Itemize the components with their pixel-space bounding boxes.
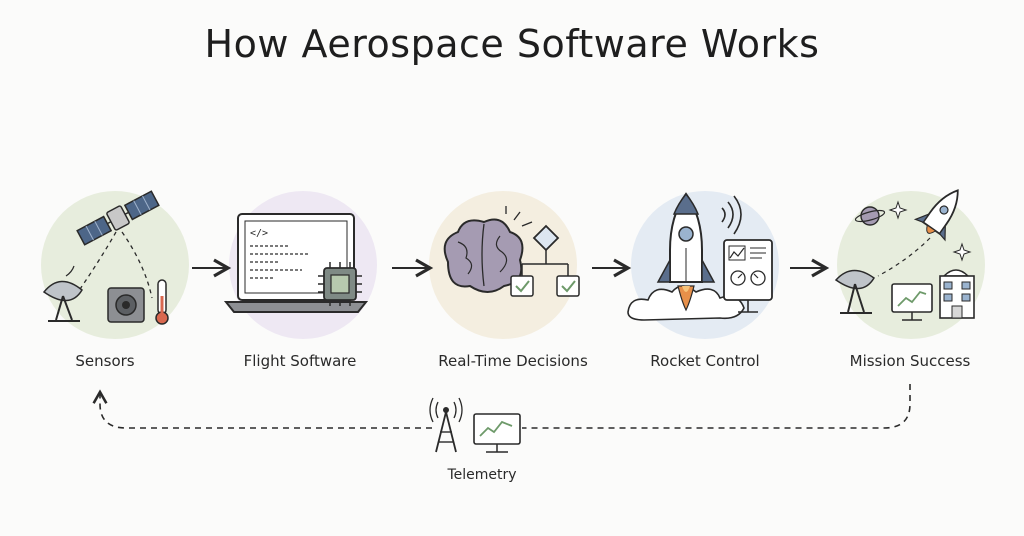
stage-rocket-control	[627, 190, 780, 340]
planet-icon	[854, 206, 886, 226]
diagram-title: How Aerospace Software Works	[204, 22, 820, 66]
stage-label-real-time-decisions: Real-Time Decisions	[438, 352, 588, 370]
star-icon	[888, 200, 972, 262]
telemetry-loop-left	[92, 389, 432, 429]
svg-text:</>: </>	[250, 228, 268, 239]
microchip-icon	[318, 262, 362, 306]
rocket-icon	[656, 192, 716, 283]
stage-sensors	[40, 190, 190, 340]
telemetry-label: Telemetry	[447, 467, 517, 483]
stage-flight-software: </>	[223, 190, 378, 340]
radio-tower-icon	[429, 397, 463, 453]
control-panel-icon	[723, 239, 773, 313]
control-building-icon	[939, 269, 975, 319]
stage-label-mission-success: Mission Success	[849, 352, 971, 370]
flame-icon	[677, 285, 695, 312]
thermometer-icon	[155, 279, 169, 325]
stage-label-sensors: Sensors	[75, 352, 135, 370]
ground-dish-icon	[834, 269, 875, 314]
radar-dish-icon	[42, 265, 83, 322]
stage-label-flight-software: Flight Software	[243, 352, 357, 370]
rocket-control-illustration	[627, 191, 779, 339]
satellite-icon	[76, 190, 160, 246]
monitor-graph-icon	[891, 283, 933, 321]
brain-icon	[443, 218, 524, 293]
camera-sensor-icon	[107, 287, 145, 323]
idea-spark-icon	[505, 206, 533, 227]
telemetry-monitor-icon	[473, 413, 521, 453]
stage-real-time-decisions	[428, 190, 580, 340]
sensors-illustration	[41, 190, 189, 339]
real-time-decisions-illustration	[429, 191, 580, 339]
launching-rocket-icon	[913, 189, 959, 242]
wireless-signal-icon	[721, 195, 742, 235]
stage-mission-success	[834, 189, 986, 340]
stage-label-rocket-control: Rocket Control	[650, 352, 760, 370]
flight-software-illustration: </>	[223, 191, 377, 339]
mission-success-illustration	[834, 189, 985, 339]
telemetry-loop-right	[522, 384, 911, 429]
decision-tree-icon	[510, 224, 580, 297]
